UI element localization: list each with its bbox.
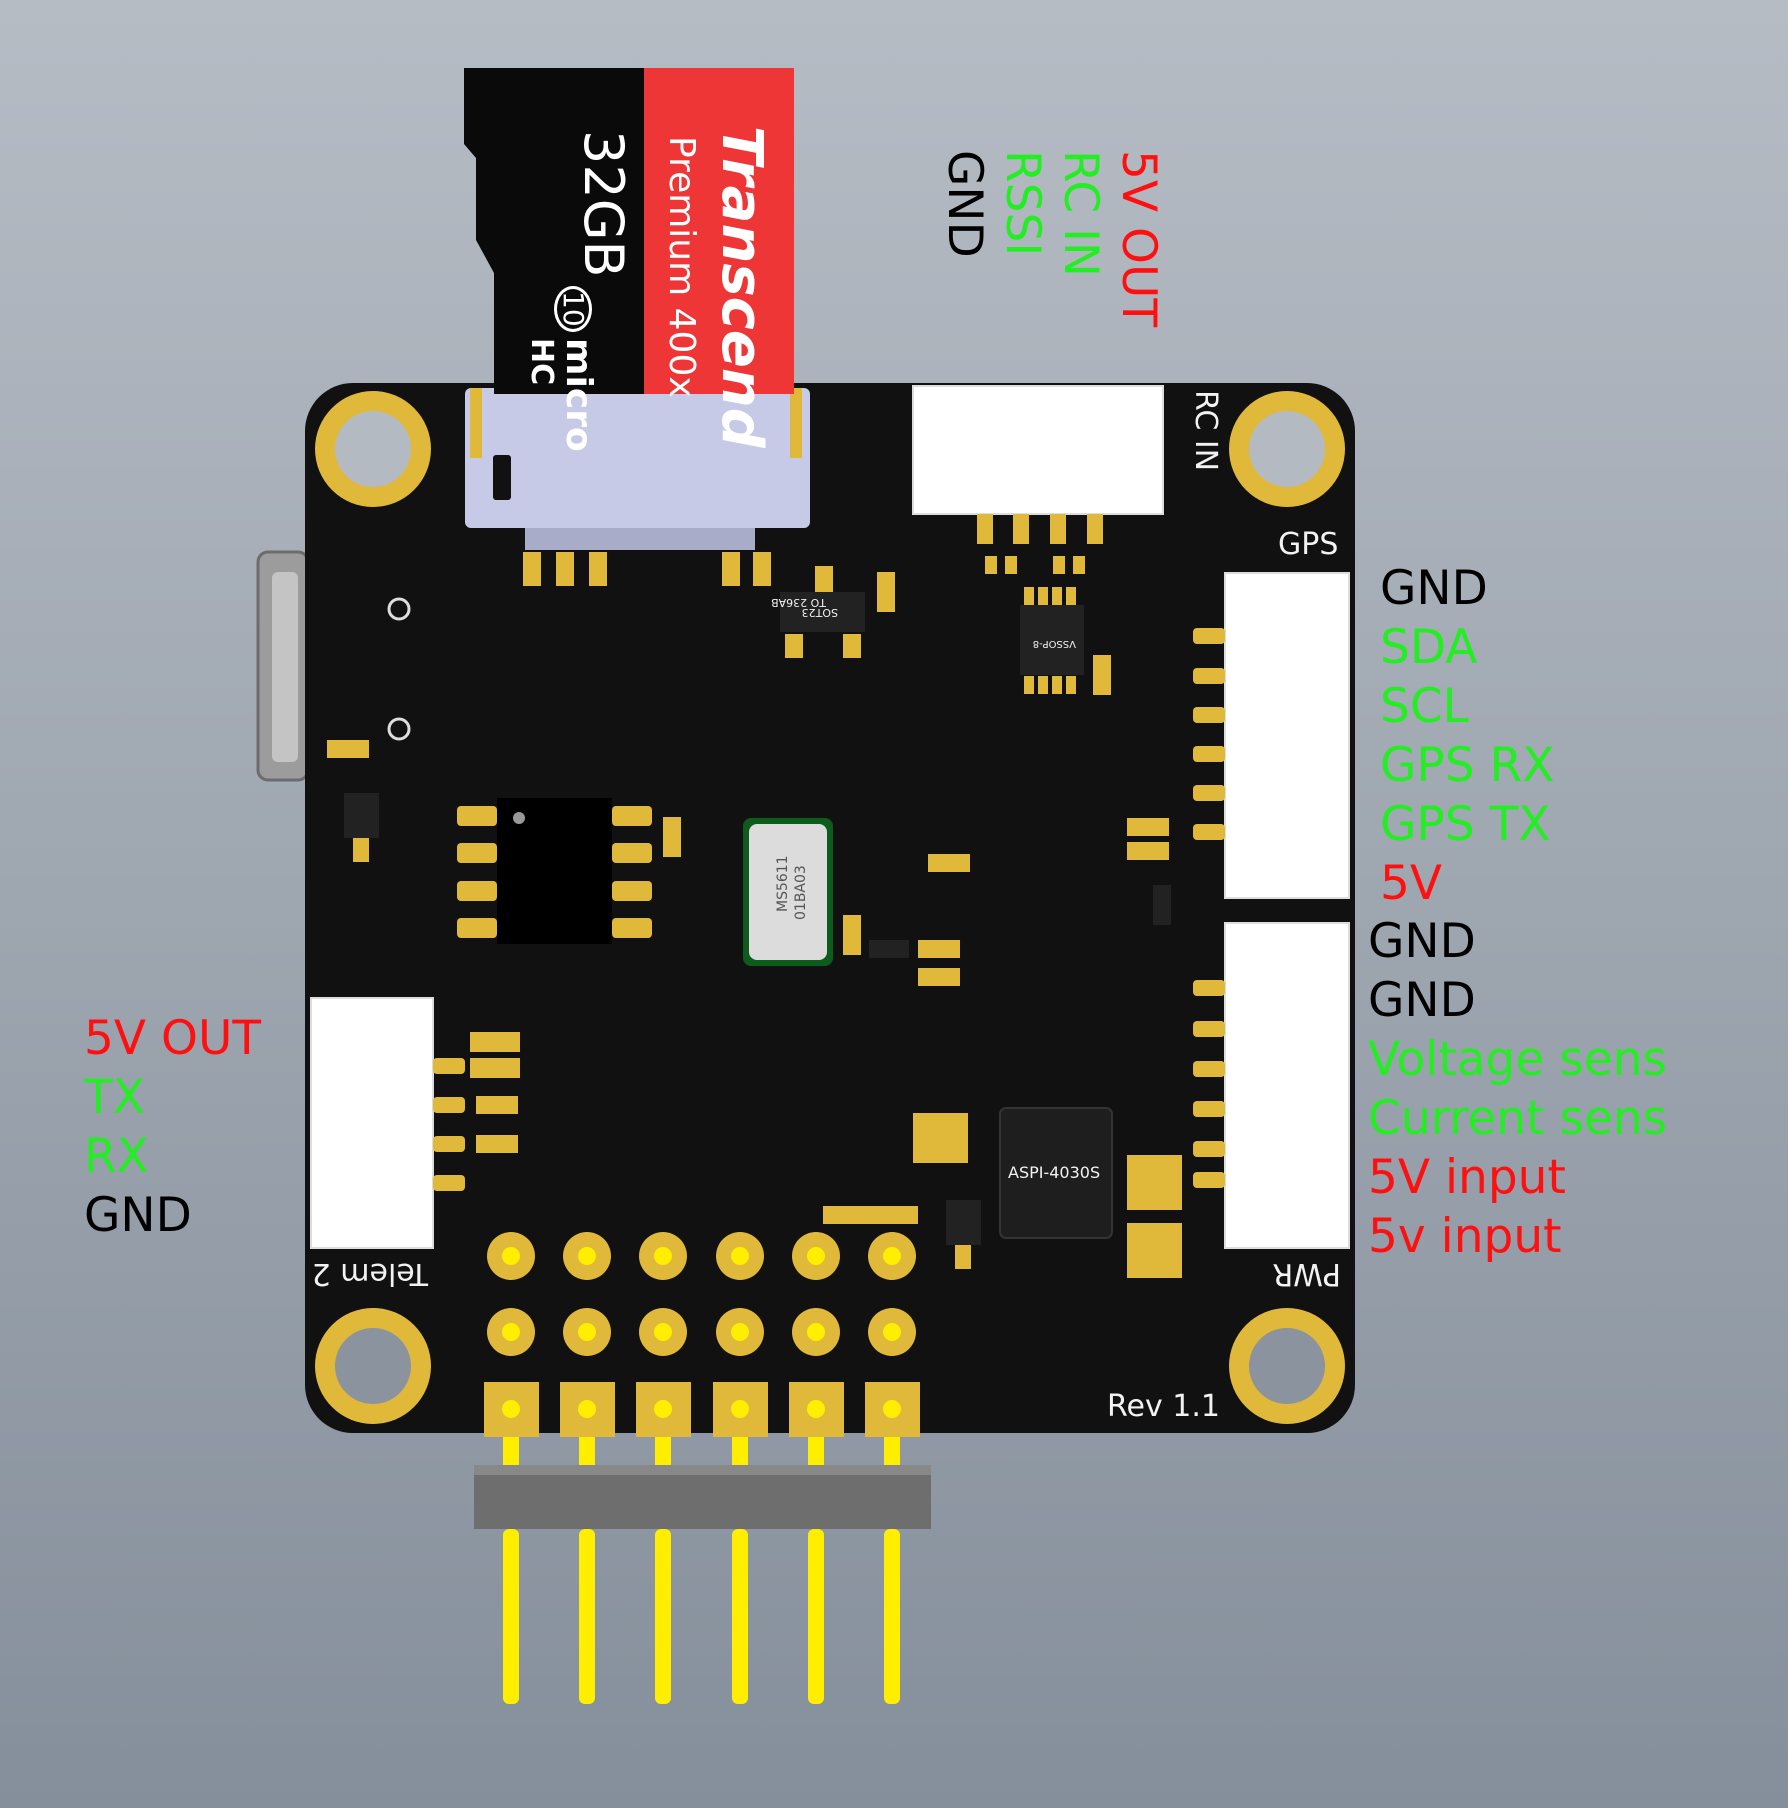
rc-label-gnd: GND xyxy=(937,150,992,258)
gps-label-gnd: GND xyxy=(1380,561,1488,616)
usb-connector xyxy=(256,550,310,782)
chip-aspi-label: ASPI-4030S xyxy=(1008,1163,1101,1182)
silk-pwr: PWR xyxy=(1272,1256,1341,1291)
vssop-chip xyxy=(1020,587,1084,694)
inductor-aspi xyxy=(999,1107,1113,1239)
flash-ic xyxy=(457,798,652,944)
pwr-label-5v-input-1: 5V input xyxy=(1368,1150,1566,1205)
pwr-label-gnd-1: GND xyxy=(1368,914,1476,969)
sot23-chip xyxy=(780,566,865,658)
mounting-hole-bl xyxy=(315,1308,431,1424)
silk-telem: Telem 2 xyxy=(311,1256,428,1291)
chip-vssop-label: VSSOP-8 xyxy=(1032,638,1076,649)
sd-capacity: 32GB xyxy=(572,130,635,278)
sd-card-holder xyxy=(465,388,810,550)
telem-label-tx: TX xyxy=(84,1070,145,1125)
barometer-chip xyxy=(743,818,833,966)
silk-rc-in: RC IN xyxy=(1188,390,1223,472)
sd-class: 10 xyxy=(554,286,592,332)
sd-type: micro xyxy=(558,338,599,452)
pwr-label-voltage-sens: Voltage sens xyxy=(1368,1032,1667,1087)
micro-sd-card: Transcend Premium 400x 32GB 10 micro HC xyxy=(464,68,794,452)
gps-label-gps-tx: GPS TX xyxy=(1380,797,1551,852)
silk-gps: GPS xyxy=(1278,527,1339,562)
rc-label-rssi: RSSI xyxy=(995,150,1050,257)
baro-label-2: 01BA03 xyxy=(793,865,809,920)
gps-label-scl: SCL xyxy=(1380,679,1469,734)
pwr-connector xyxy=(1193,922,1350,1249)
baro-label-1: MS5611 xyxy=(775,855,791,912)
mounting-hole-br xyxy=(1229,1308,1345,1424)
gps-label-5v: 5V xyxy=(1380,856,1443,911)
pwr-label-current-sens: Current sens xyxy=(1368,1091,1668,1146)
gps-label-sda: SDA xyxy=(1380,620,1478,675)
rc-in-connector xyxy=(912,385,1164,544)
sd-hc: HC xyxy=(524,338,559,386)
sd-line: Premium 400x xyxy=(661,136,702,398)
gps-connector xyxy=(1193,572,1350,899)
rc-label-rc-in: RC IN xyxy=(1053,150,1108,278)
mounting-hole-tl xyxy=(315,391,431,507)
chip-to-label: TO 236AB xyxy=(771,596,826,609)
pwr-label-gnd-2: GND xyxy=(1368,973,1476,1028)
silk-rev: Rev 1.1 xyxy=(1107,1389,1220,1424)
telem-label-rx: RX xyxy=(84,1129,149,1184)
transistors xyxy=(344,793,1171,1269)
mounting-hole-tr xyxy=(1229,391,1345,507)
passives xyxy=(327,552,1182,1278)
gps-label-gps-rx: GPS RX xyxy=(1380,738,1555,793)
sd-card-body xyxy=(464,68,794,394)
pin-header xyxy=(474,1437,931,1704)
telem2-connector xyxy=(310,997,465,1249)
telem-label-gnd: GND xyxy=(84,1188,192,1243)
sd-brand: Transcend xyxy=(709,126,774,448)
servo-pads xyxy=(484,1232,920,1437)
pwr-label-5v-input-2: 5v input xyxy=(1368,1209,1562,1264)
telem-label-5v-out: 5V OUT xyxy=(84,1011,262,1066)
rc-label-5v-out: 5V OUT xyxy=(1111,150,1166,328)
